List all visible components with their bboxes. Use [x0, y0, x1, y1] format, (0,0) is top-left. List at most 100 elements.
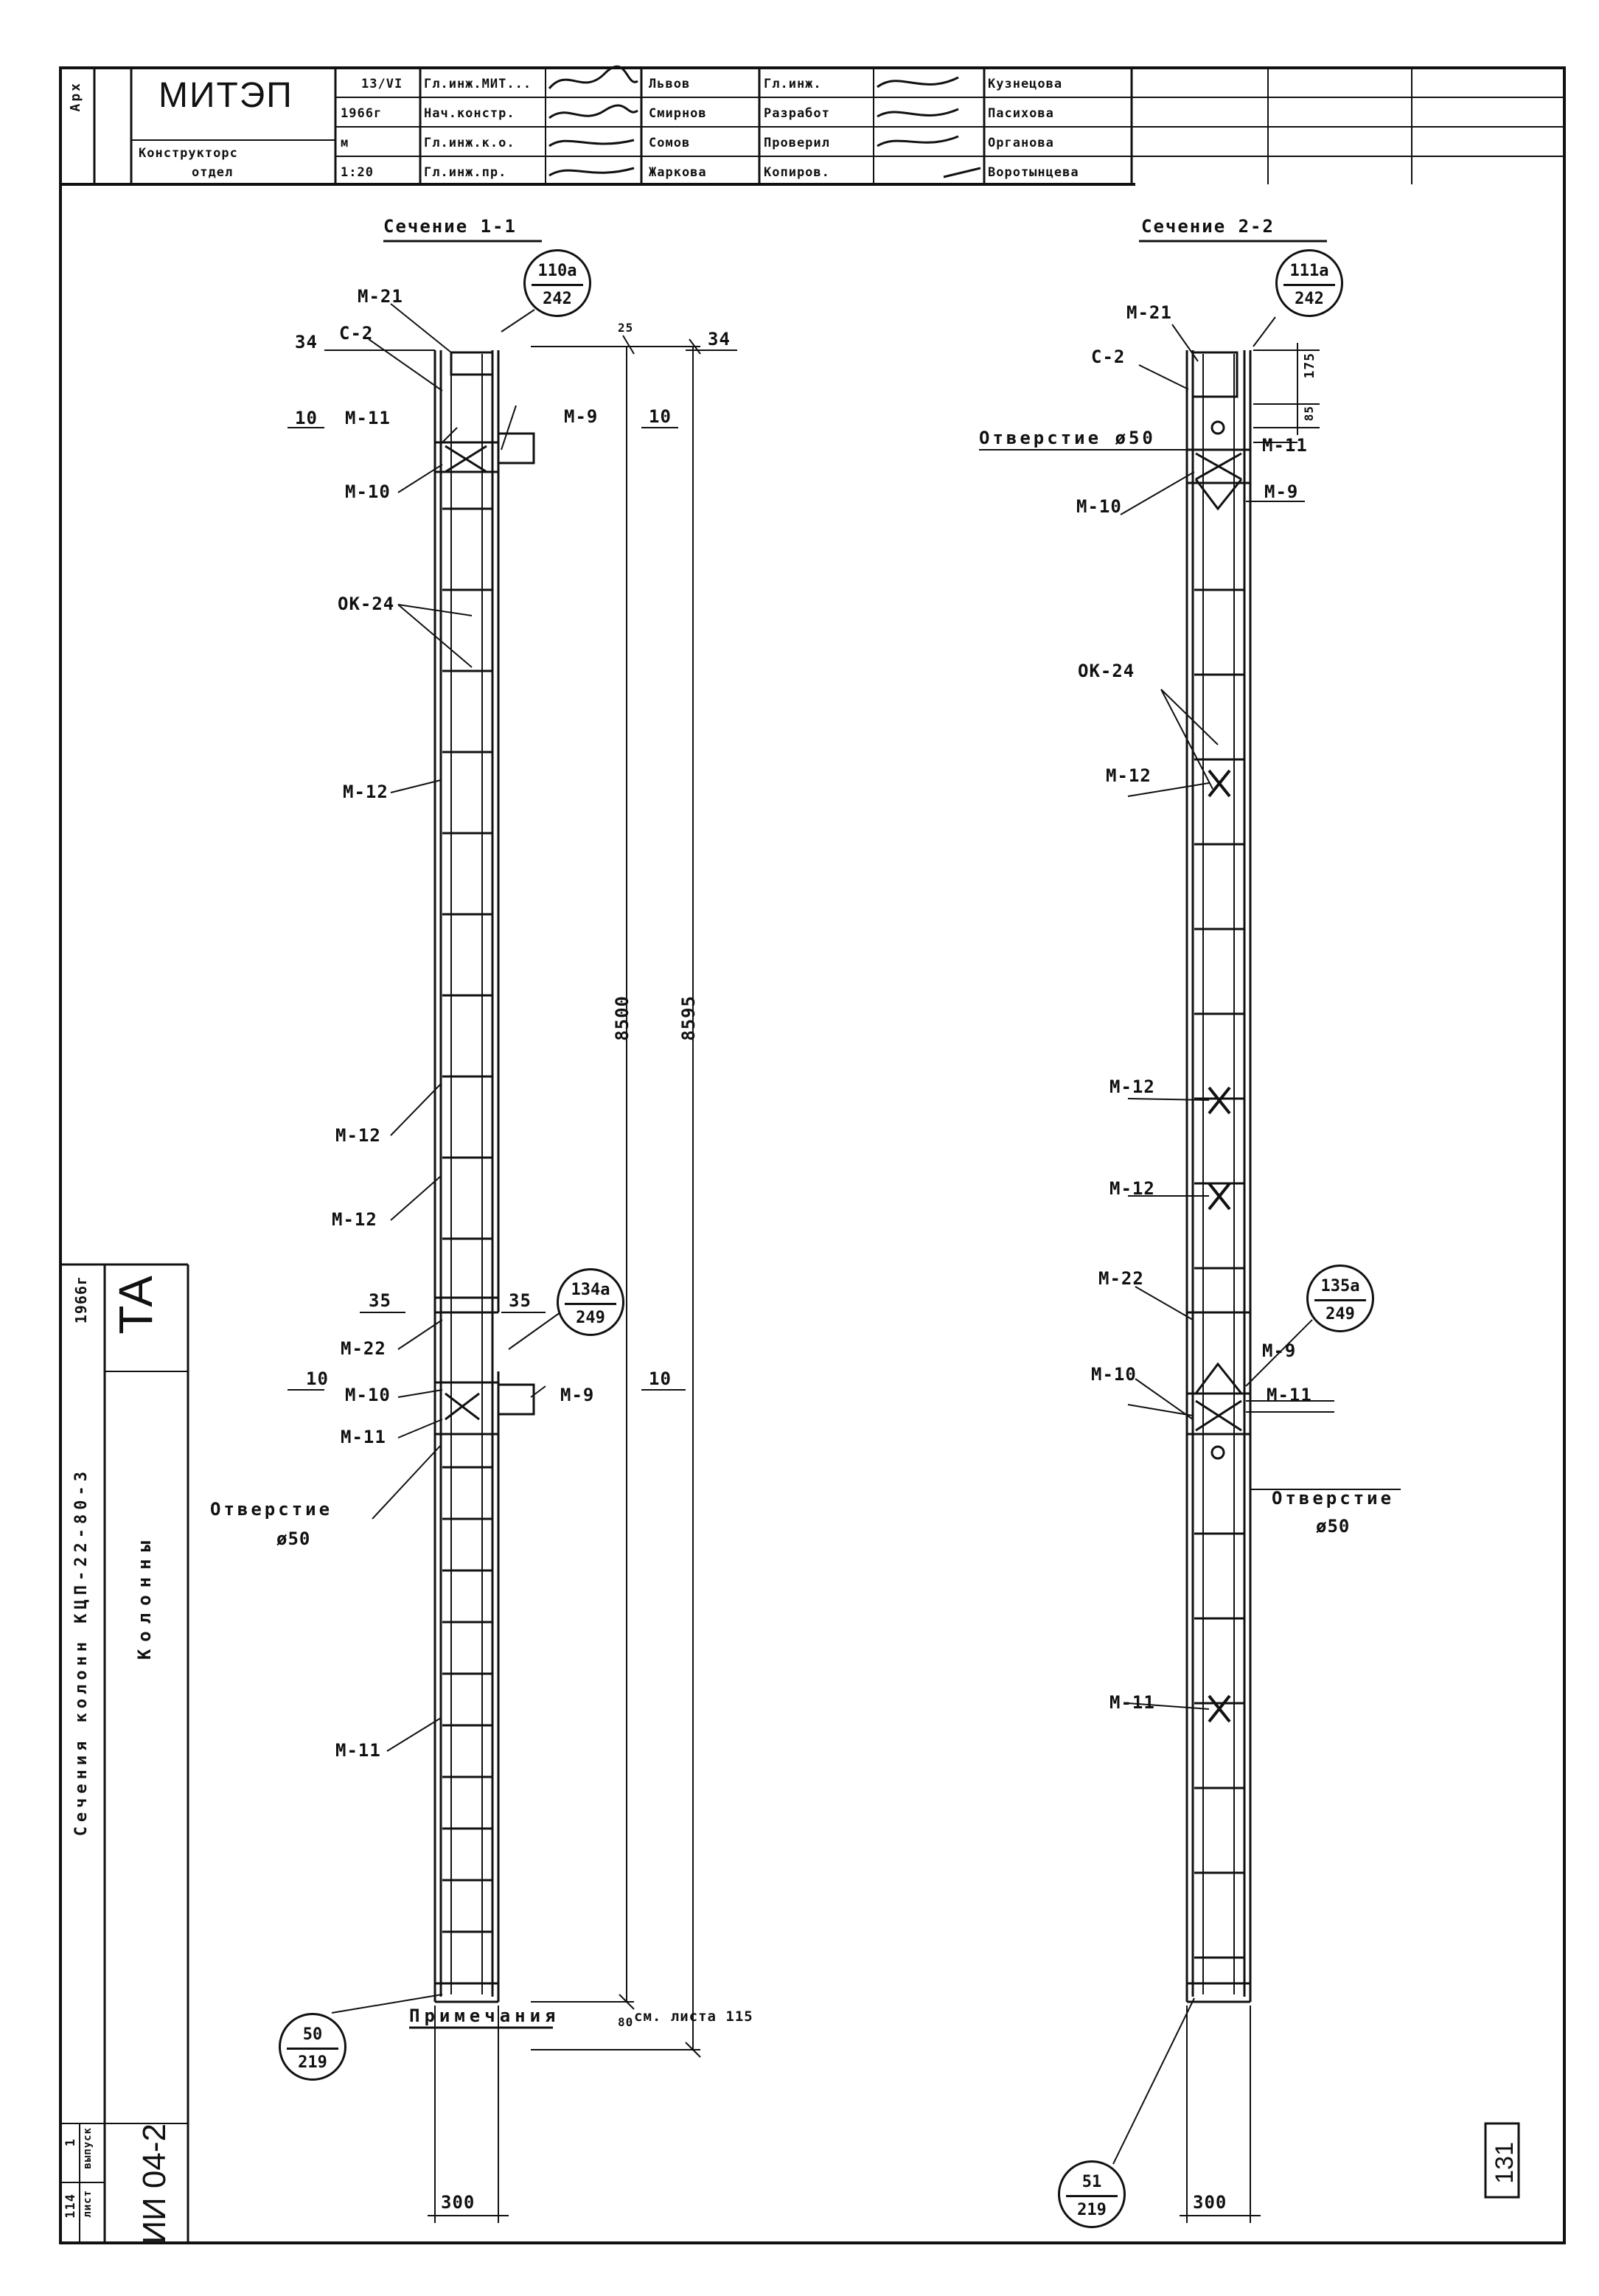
s2-marker-mid-sheet: 249 [1325, 1305, 1355, 1323]
s1-m11b: М-11 [341, 1427, 386, 1447]
s1-height-8500: 8500 [612, 995, 633, 1041]
s1-m9b: М-9 [560, 1385, 595, 1405]
s1-dim-10d: 10 [649, 1368, 672, 1389]
page-number: 131 [1491, 2142, 1519, 2184]
s2-marker-mid: 135а 249 [1306, 1264, 1374, 1332]
office-label: Конструкторс [139, 146, 238, 161]
s1-marker-mid-num: 134а [571, 1281, 610, 1299]
side-subtitle: Сечения колонн КЦП-22-80-3 [72, 1467, 91, 1837]
s2-m12b: М-12 [1109, 1076, 1155, 1097]
s2-m12a: М-12 [1106, 765, 1152, 786]
s2-dim-85: 85 [1302, 406, 1316, 422]
date-line-2: 1966г [341, 106, 383, 121]
role-2: Нач.констр. [424, 106, 515, 121]
s2-m10a: М-10 [1076, 496, 1122, 517]
s1-m10b: М-10 [345, 1385, 391, 1405]
scale-label: м [341, 136, 349, 150]
s2-hole: Отверстие ø50 [979, 428, 1156, 448]
s2-m21: М-21 [1126, 302, 1172, 323]
name-4: Жаркова [649, 165, 707, 180]
s1-marker-top-sheet: 242 [543, 290, 572, 308]
s1-marker-top-num: 110а [537, 262, 577, 280]
side-issue-label: выпуск [82, 2127, 94, 2169]
s1-marker-mid-sheet: 249 [576, 1309, 605, 1327]
s1-dim-34a: 34 [295, 332, 318, 352]
role-1: Гл.инж.МИТ... [424, 77, 532, 91]
s1-m22: М-22 [341, 1338, 386, 1359]
s2-m9b: М-9 [1262, 1340, 1297, 1361]
side-issue: 1 [63, 2138, 78, 2147]
office-label-2: отдел [192, 165, 234, 180]
side-sheet-label: лист [82, 2190, 94, 2218]
s2-marker-bottom-sheet: 219 [1077, 2201, 1107, 2219]
s2-marker-top-num: 111а [1289, 262, 1329, 280]
role2-4: Копиров. [764, 165, 830, 180]
s2-hole2-diameter: ø50 [1316, 1516, 1351, 1537]
s2-ok24: ОК-24 [1078, 661, 1135, 681]
notes-label: Примечания [409, 2005, 560, 2026]
s1-ok24: ОК-24 [338, 594, 395, 614]
s2-m10b: М-10 [1091, 1364, 1137, 1385]
s1-marker-mid: 134а 249 [557, 1268, 624, 1336]
side-year: 1966г [72, 1276, 90, 1324]
date-line-1: 13/VI [361, 77, 403, 91]
s1-dim-10c: 10 [306, 1368, 329, 1389]
s1-m10a: М-10 [345, 481, 391, 502]
s1-m9a: М-9 [564, 406, 599, 427]
s2-m11a: М-11 [1262, 435, 1308, 456]
s1-c2: С-2 [339, 323, 374, 344]
side-sheet: 114 [63, 2194, 78, 2219]
s1-marker-top: 110а 242 [523, 249, 591, 317]
s2-marker-top: 111а 242 [1275, 249, 1343, 317]
s1-m11c: М-11 [335, 1740, 381, 1761]
role2-1: Гл.инж. [764, 77, 822, 91]
s1-dim-10b: 10 [649, 406, 672, 427]
role-3: Гл.инж.к.о. [424, 136, 515, 150]
s2-marker-mid-num: 135а [1320, 1277, 1360, 1295]
section-1-title: Сечение 1-1 [383, 216, 517, 237]
s1-dim-35a: 35 [369, 1290, 391, 1311]
role2-3: Проверил [764, 136, 830, 150]
name-1: Львов [649, 77, 691, 91]
role2-2: Разработ [764, 106, 830, 121]
s1-marker-bottom: 50 219 [279, 2013, 346, 2081]
s1-dim-10a: 10 [295, 408, 318, 428]
s1-dim-34b: 34 [708, 329, 731, 349]
s1-hole-label: Отверстие [210, 1499, 333, 1520]
side-ta: ТА [109, 1276, 162, 1335]
s2-marker-bottom: 51 219 [1058, 2160, 1126, 2228]
s2-m9a: М-9 [1264, 481, 1299, 502]
org-name: МИТЭП [158, 76, 293, 115]
s2-m11b: М-11 [1267, 1385, 1312, 1405]
name2-4: Воротынцева [988, 165, 1079, 180]
side-title: Колонны [134, 1534, 155, 1660]
s1-marker-bottom-num: 50 [302, 2025, 323, 2044]
name2-3: Органова [988, 136, 1054, 150]
s2-m12c: М-12 [1109, 1178, 1155, 1199]
scale-value: 1:20 [341, 165, 374, 180]
notes-text: см. листа 115 [634, 2008, 753, 2025]
s2-marker-top-sheet: 242 [1295, 290, 1324, 308]
s1-dim-35b: 35 [509, 1290, 532, 1311]
s1-marker-bottom-sheet: 219 [298, 2053, 327, 2072]
s1-dim-80: 80 [618, 2015, 634, 2029]
name2-2: Пасихова [988, 106, 1054, 121]
section-2-title: Сечение 2-2 [1141, 216, 1275, 237]
s1-hole-diameter: ø50 [276, 1528, 311, 1549]
s2-m22: М-22 [1098, 1268, 1144, 1289]
name-2: Смирнов [649, 106, 707, 121]
s1-m12c: М-12 [332, 1209, 377, 1230]
s2-hole2-label: Отверстие [1272, 1488, 1395, 1509]
s1-width-300: 300 [441, 2192, 475, 2213]
s1-dim-25: 25 [618, 321, 634, 335]
s2-c2: С-2 [1091, 347, 1126, 367]
s2-m11c: М-11 [1109, 1692, 1155, 1713]
s2-marker-bottom-num: 51 [1081, 2173, 1102, 2191]
s1-m12b: М-12 [335, 1125, 381, 1146]
dept-label: Арх [68, 81, 83, 112]
role-4: Гл.инж.пр. [424, 165, 507, 180]
s2-width-300: 300 [1193, 2192, 1227, 2213]
s1-height-8595: 8595 [678, 995, 699, 1041]
s2-dim-175: 175 [1302, 352, 1317, 379]
